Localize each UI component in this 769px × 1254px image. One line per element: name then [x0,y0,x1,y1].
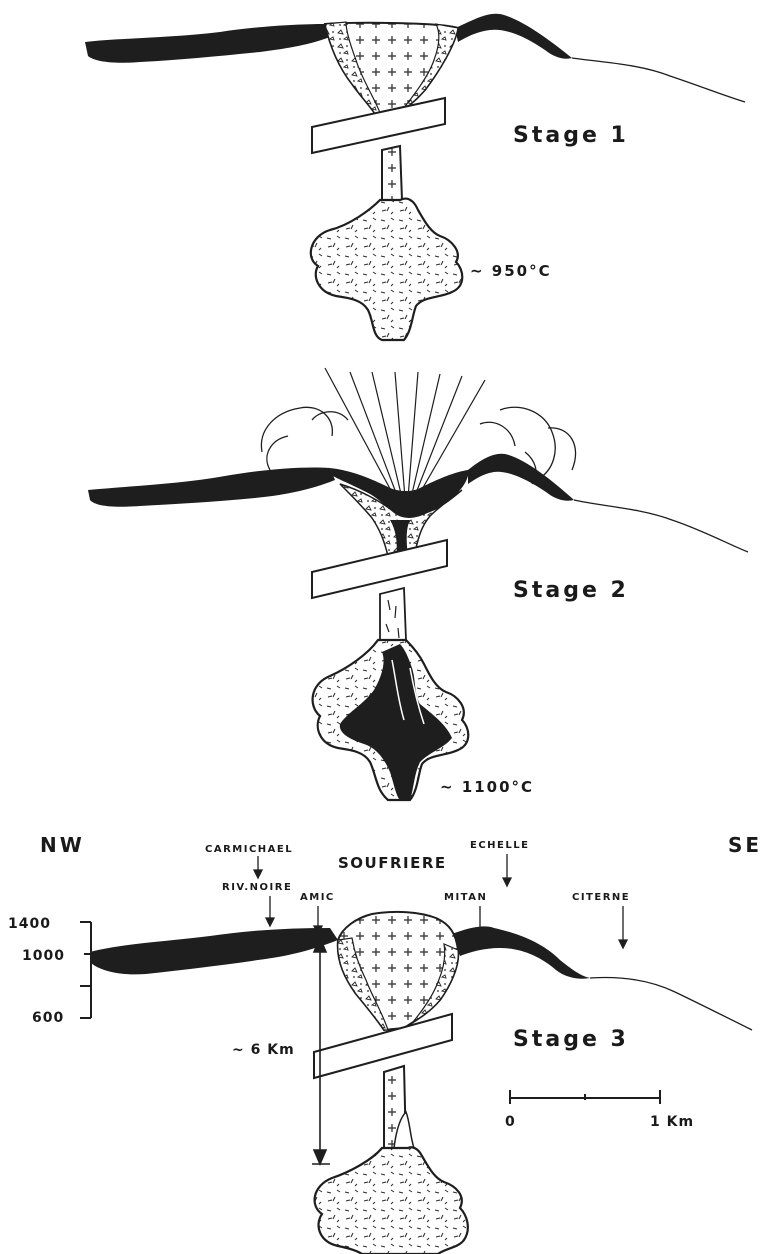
location-citerne: CITERNE [572,892,630,903]
stage-1-surface-line [572,58,745,102]
direction-se: SE [728,833,762,857]
stage-2-conduit-lower [380,588,406,640]
stage-3-surface-line [590,978,752,1030]
stage-1-ground-right [455,14,572,59]
elevation-tick-600: 600 [32,1010,64,1026]
elevation-tick-1400: 1400 [8,916,51,932]
location-soufriere: SOUFRIERE [338,854,447,872]
stage-2-temperature: ~ 1100°C [440,778,534,796]
stage-1-label: Stage 1 [513,123,629,148]
scale-bar-end: 1 Km [650,1114,694,1130]
elevation-tick-1000: 1000 [22,948,65,964]
stage-2-section: Stage 2 ~ 1100°C [88,368,748,800]
stage-3-magma-chamber [315,1147,468,1254]
stage-3-section: NW SE CARMICHAEL RIV.NOIRE AMIC SOUFRIER… [8,833,762,1254]
stage-1-section: Stage 1 ~ 950°C [85,14,745,340]
elevation-axis [80,922,91,1018]
stage-1-conduit [382,146,402,200]
location-mitan: MITAN [444,892,487,903]
location-echelle: ECHELLE [470,840,529,851]
stage-2-ground-left [88,467,335,506]
stage-3-label: Stage 3 [513,1027,629,1052]
depth-label: ~ 6 Km [232,1042,295,1058]
scale-bar-start: 0 [505,1114,516,1130]
stage-2-surface-line [574,500,748,552]
stage-1-temperature: ~ 950°C [470,262,552,280]
stage-2-label: Stage 2 [513,578,629,603]
direction-nw: NW [40,833,85,857]
location-amic: AMIC [300,892,335,903]
stage-2-ground-right [468,454,574,501]
stage-3-ground-right [452,926,590,978]
scale-bar [510,1090,660,1104]
location-riv-noire: RIV.NOIRE [222,882,292,893]
stage-2-break-band [312,540,447,598]
stage-1-ground [85,24,335,63]
stage-1-magma-chamber [311,199,462,340]
stage-3-ground-left [90,928,338,974]
location-carmichael: CARMICHAEL [205,844,293,855]
